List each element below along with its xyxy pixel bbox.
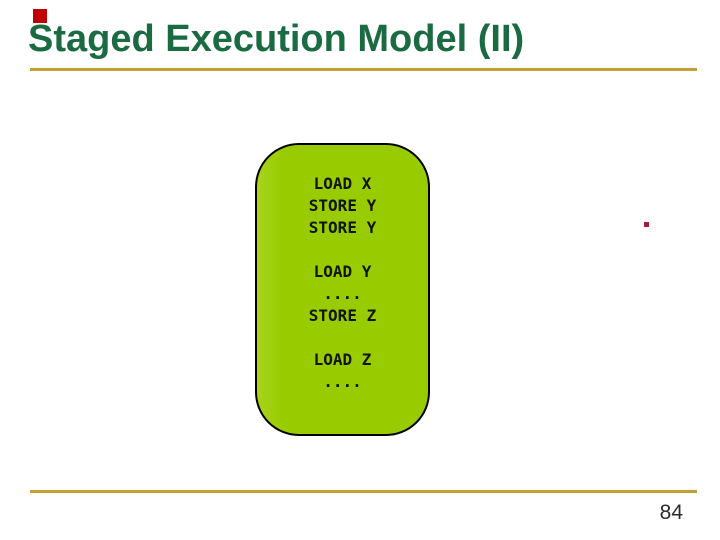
code-line: STORE Y — [308, 196, 377, 215]
red-corner-square — [33, 9, 47, 23]
code-line: LOAD Y — [313, 262, 372, 281]
code-line: STORE Z — [308, 306, 377, 325]
page-number: 84 — [659, 501, 683, 524]
code-line: LOAD X — [313, 174, 372, 193]
slide-title: Staged Execution Model (II) — [28, 18, 525, 60]
code-line: .... — [323, 284, 362, 303]
footer-rule — [30, 490, 697, 493]
code-line-blank — [257, 327, 428, 349]
code-line: STORE Y — [308, 218, 377, 237]
code-line: LOAD Z — [313, 350, 372, 369]
title-underline-rule — [30, 68, 697, 71]
red-dot-marker — [644, 222, 649, 227]
staged-execution-code-box: LOAD X STORE Y STORE Y LOAD Y .... STORE… — [255, 143, 430, 436]
code-line: .... — [323, 372, 362, 391]
code-line-blank — [257, 239, 428, 261]
